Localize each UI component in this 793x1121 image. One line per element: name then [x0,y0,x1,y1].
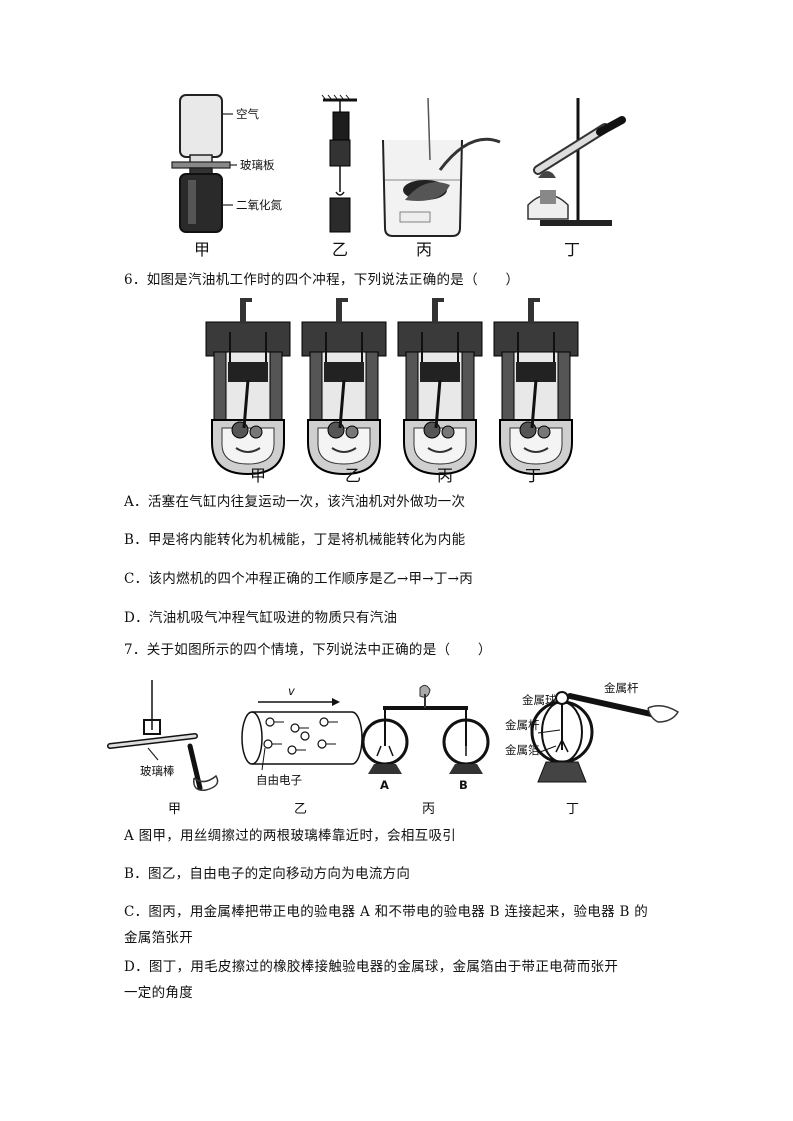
q7-caption-bing: 丙 [422,802,436,817]
metal-rod-top-label: 金属杆 [604,681,639,695]
engine-caption-bing: 丙 [437,466,454,485]
metal-foil-label: 金属箔 [505,743,540,757]
fig5-caption-ding: 丁 [564,240,581,259]
q7-option-a: A 图甲，用丝绸擦过的两根玻璃棒靠近时，会相互吸引 [124,828,457,844]
velocity-label: v [288,684,295,698]
charge-scenarios-image [107,680,680,791]
q7-option-d-line2: 一定的角度 [124,985,193,1001]
metal-rod-label: 金属杆 [505,718,540,732]
q6-option-c: C．该内燃机的四个冲程正确的工作顺序是乙→甲→丁→丙 [124,571,474,587]
fig5-caption-jia: 甲 [194,240,211,259]
electroscope-a-label: A [380,778,389,792]
fig5-figure: 空气 玻璃板 二氧化氮 甲 乙 丙 丁 [0,0,793,260]
glass-rod-label: 玻璃棒 [140,764,175,778]
engine-strokes-figure [200,292,590,482]
q7-caption-jia: 甲 [168,802,182,817]
free-electron-label: 自由电子 [256,773,302,787]
air-label: 空气 [236,107,259,121]
electroscope-b-label: B [459,778,468,792]
engine-strokes-image [205,296,580,476]
q7-figure [100,670,700,820]
q7-option-b: B．图乙，自由电子的定向移动方向为电流方向 [124,866,411,882]
q7-caption-ding: 丁 [566,802,580,817]
q7-stem: 7．关于如图所示的四个情境，下列说法中正确的是（ ） [124,642,492,658]
glass-plate-label: 玻璃板 [240,158,275,172]
q7-caption-yi: 乙 [294,802,308,817]
q7-option-d-line1: D．图丁，用毛皮擦过的橡胶棒接触验电器的金属球，金属箔由于带正电荷而张开 [124,959,619,975]
gas-diffusion-bottles-image [171,94,626,237]
q6-option-d: D．汽油机吸气冲程气缸吸进的物质只有汽油 [124,610,398,626]
fig5-caption-bing: 丙 [416,240,433,259]
engine-caption-ding: 丁 [525,466,542,485]
q6-stem: 6．如图是汽油机工作时的四个冲程，下列说法正确的是（ ） [124,272,520,288]
q6-option-a: A．活塞在气缸内往复运动一次，该汽油机对外做功一次 [124,494,466,510]
q7-option-c-line2: 金属箔张开 [124,930,193,946]
engine-caption-yi: 乙 [345,466,362,485]
nitrogen-dioxide-label: 二氧化氮 [236,198,282,212]
q7-option-c-line1: C．图丙，用金属棒把带正电的验电器 A 和不带电的验电器 B 连接起来，验电器 … [124,904,649,920]
fig5-caption-yi: 乙 [332,240,349,259]
engine-caption-jia: 甲 [250,466,267,485]
metal-ball-label: 金属球 [522,693,557,707]
q6-option-b: B．甲是将内能转化为机械能，丁是将机械能转化为内能 [124,532,466,548]
